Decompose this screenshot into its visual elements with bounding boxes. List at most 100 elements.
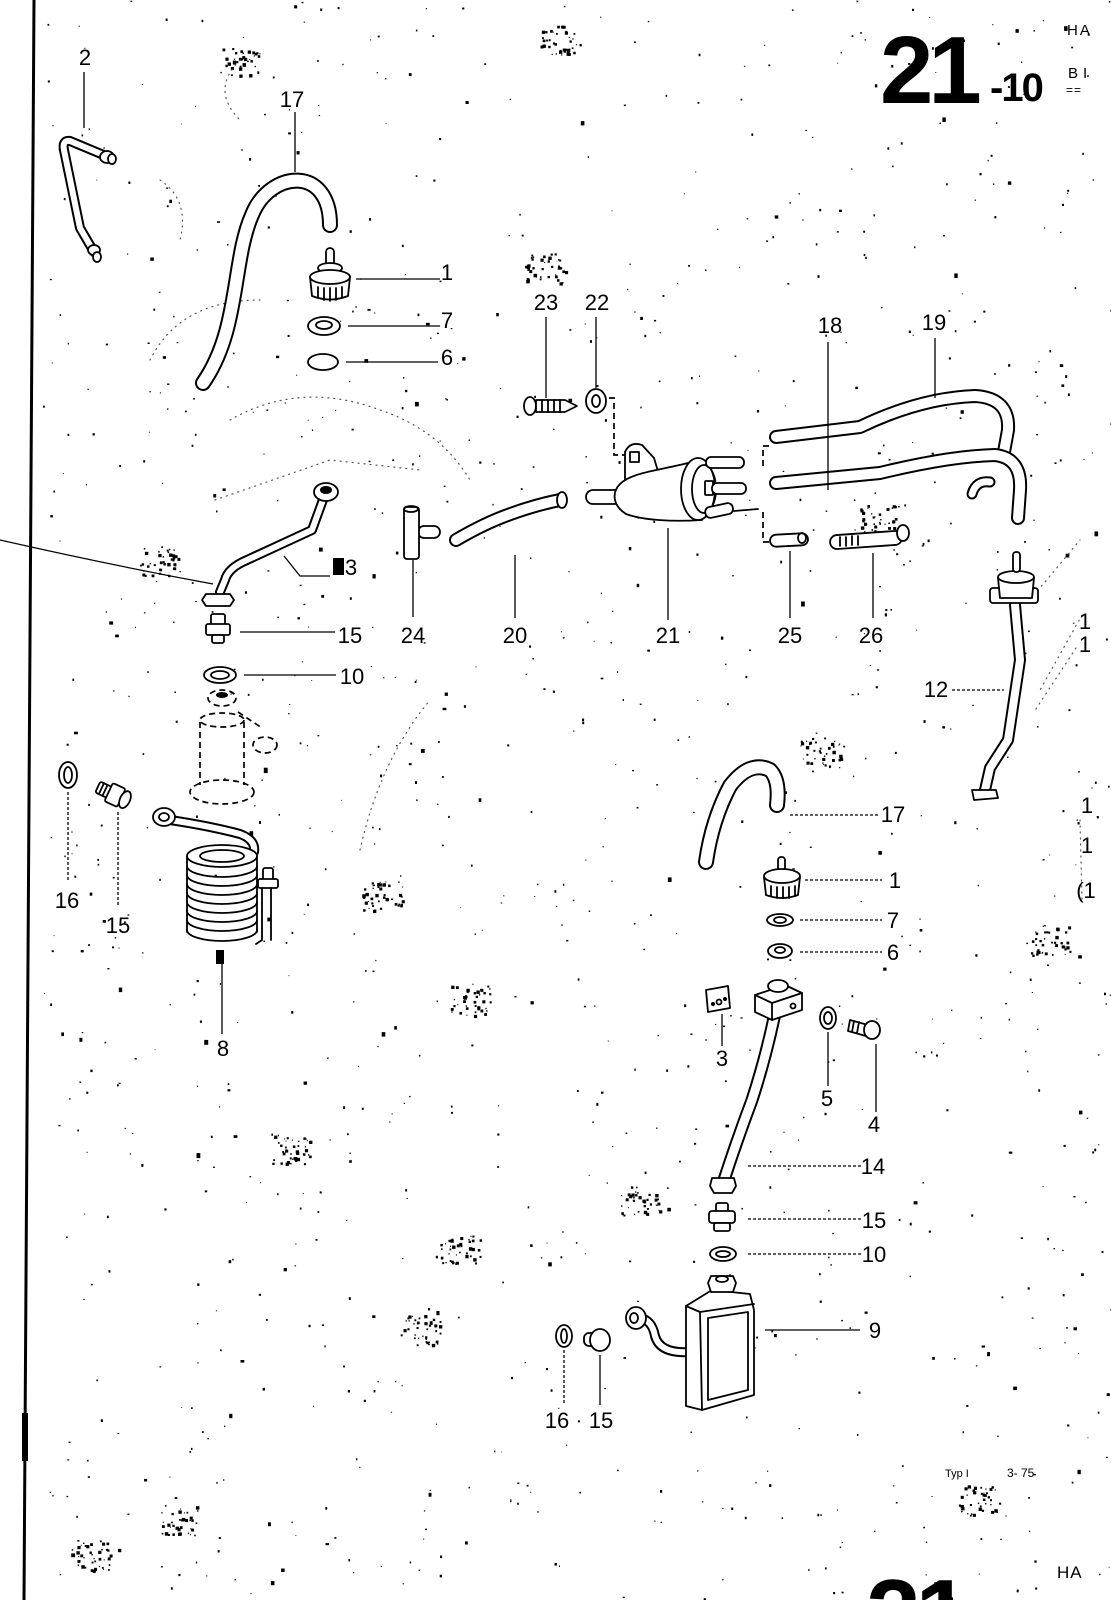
speckle — [50, 1003, 52, 1006]
speckle — [321, 594, 325, 598]
speckle — [422, 1335, 424, 1337]
speckle — [175, 1526, 179, 1530]
speckle — [383, 896, 386, 899]
speckle — [124, 1127, 126, 1130]
section-number: 21 — [880, 17, 979, 124]
speckle — [442, 707, 447, 711]
speckle — [285, 1149, 289, 1153]
speckle — [471, 1239, 475, 1243]
fitting-nose — [211, 634, 225, 644]
speckle — [744, 1516, 747, 1520]
speckle — [912, 8, 915, 11]
speckle — [500, 902, 503, 904]
speckle — [465, 1007, 469, 1010]
speckle — [477, 1249, 481, 1252]
part-16-washer-lower — [555, 1324, 573, 1348]
speckle — [814, 758, 816, 760]
speckle — [851, 694, 854, 696]
speckle — [388, 884, 391, 888]
speckle — [66, 1495, 69, 1498]
speckle — [291, 1521, 293, 1523]
speckle — [446, 500, 449, 503]
speckle — [879, 650, 881, 652]
speckle — [143, 460, 146, 463]
speckle — [496, 313, 499, 317]
speckle — [191, 582, 194, 584]
speckle — [550, 253, 553, 256]
speckle — [629, 1260, 632, 1263]
speckle — [378, 828, 381, 831]
speckle — [439, 1325, 443, 1329]
screw-thread — [541, 399, 561, 413]
speckle — [440, 1244, 443, 1247]
speckle — [468, 1486, 470, 1489]
hidden-housing-outline — [189, 689, 278, 805]
speckle — [370, 666, 372, 667]
speckle — [80, 1554, 84, 1558]
speckle — [1036, 725, 1039, 728]
speckle — [83, 1557, 85, 1559]
block-nut — [707, 1275, 737, 1293]
speckle — [206, 1575, 208, 1577]
speckle — [179, 571, 181, 573]
speckle — [543, 255, 546, 259]
part-14-pipe-with-block — [709, 979, 803, 1194]
speckle — [240, 50, 243, 53]
speckle — [52, 1495, 54, 1497]
speckle — [817, 1513, 820, 1517]
speckle — [395, 551, 399, 555]
speckle — [559, 267, 563, 270]
speckle — [1094, 781, 1097, 784]
speckle — [1038, 361, 1040, 363]
speckle — [161, 1512, 163, 1514]
speckle — [954, 1358, 956, 1360]
speckle — [91, 1561, 94, 1564]
speckle — [364, 901, 368, 905]
speckle — [379, 883, 383, 887]
speckle — [400, 1334, 403, 1337]
speckle — [818, 750, 821, 753]
pipe-fitting-end — [92, 251, 102, 263]
speckle — [79, 1037, 83, 1042]
speckle — [800, 740, 803, 743]
speckle — [1035, 938, 1038, 941]
speckle — [433, 179, 436, 182]
speckle — [878, 850, 882, 855]
speckle — [1077, 1469, 1081, 1475]
speckle — [450, 1105, 453, 1108]
speckle — [747, 449, 749, 451]
speckle — [1033, 519, 1035, 521]
faint-outline-path — [159, 179, 184, 241]
callout-7: 7 — [441, 308, 453, 333]
speckle — [751, 133, 754, 136]
speckle — [1067, 393, 1070, 397]
speckle — [554, 890, 557, 893]
speckle — [303, 913, 305, 915]
speckle — [646, 1198, 649, 1201]
speckle — [675, 933, 678, 935]
part-1-valve-upper — [309, 247, 351, 302]
speckle — [954, 273, 958, 278]
speckle — [169, 1526, 171, 1528]
speckle — [800, 742, 805, 746]
housing-sides — [199, 722, 245, 785]
speckle — [520, 488, 523, 491]
callout-22: 22 — [585, 290, 609, 315]
speckle — [288, 713, 290, 715]
speckle — [694, 1204, 697, 1206]
speckle — [978, 1573, 980, 1575]
speckle — [497, 1133, 500, 1136]
page-border-line — [22, 0, 36, 1600]
speckle — [406, 1198, 408, 1199]
speckle — [1048, 931, 1051, 934]
model-label: Typ I — [945, 1468, 969, 1480]
speckle — [130, 0, 133, 3]
speckle — [980, 1538, 983, 1540]
assembly-dashed-bracket — [762, 445, 769, 469]
speckle — [455, 986, 459, 990]
speckle — [451, 1238, 454, 1241]
speckle — [819, 208, 822, 212]
speckle — [529, 270, 533, 274]
speckle — [161, 1566, 163, 1568]
speckle — [76, 844, 78, 847]
